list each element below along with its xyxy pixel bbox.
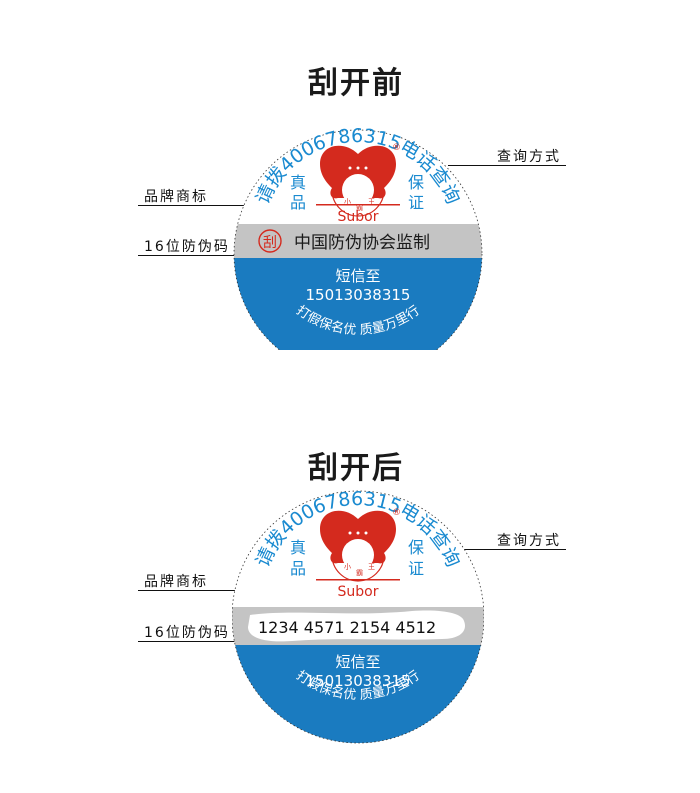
- left-vertical-1: 真: [290, 173, 306, 192]
- brand-underline-after: [316, 579, 400, 581]
- sms-label-after: 短信至: [335, 653, 380, 671]
- brand-name: Subor: [338, 209, 379, 225]
- gray-band-text: 中国防伪协会监制: [294, 233, 430, 253]
- svg-text:霸: 霸: [356, 204, 363, 212]
- seal-before: 请拨4006786315电话查询 真 品 保 证 小 霸 王 ® Subor 刮…: [232, 128, 484, 350]
- registered-mark: ®: [392, 143, 401, 153]
- stamp-icon: [258, 229, 282, 253]
- right-vertical-2-after: 证: [408, 559, 424, 578]
- left-vertical-1-after: 真: [290, 538, 306, 557]
- svg-text:小: 小: [344, 197, 351, 206]
- left-vertical-2-after: 品: [290, 559, 306, 578]
- before-title: 刮开前: [308, 66, 404, 101]
- label-code-after: 16位防伪码: [144, 625, 230, 641]
- right-vertical-1-after: 保: [408, 538, 424, 557]
- leader-line-query: [448, 165, 566, 166]
- leader-line-query-after: [448, 549, 566, 550]
- svg-text:王: 王: [368, 563, 375, 571]
- right-vertical-2: 证: [408, 193, 424, 212]
- sms-number: 15013038315: [306, 286, 411, 304]
- svg-text:小: 小: [344, 562, 351, 571]
- leader-line-code: [138, 255, 256, 256]
- stamp-char: 刮: [263, 235, 277, 251]
- label-query-method-after: 查询方式: [497, 533, 561, 549]
- label-brand-logo: 品牌商标: [144, 189, 208, 205]
- registered-mark-after: ®: [392, 508, 401, 518]
- leader-line-brand-after: [138, 590, 316, 591]
- left-vertical-2: 品: [290, 193, 306, 212]
- sms-number-after: 15013038315: [306, 672, 411, 690]
- brand-name-after: Subor: [338, 584, 379, 600]
- scratched-area: [248, 610, 466, 642]
- seal-before-graphic: 请拨4006786315电话查询 真 品 保 证 小 霸 王 ® Subor 刮…: [233, 128, 483, 350]
- subor-logo-icon-after: 小 霸 王: [320, 510, 396, 582]
- label-code: 16位防伪码: [144, 239, 230, 255]
- subor-logo-icon: 小 霸 王: [320, 145, 396, 217]
- seal-after: 请拨4006786315电话查询 真 品 保 证 小 霸 王 ® Subor 1…: [232, 489, 484, 744]
- brand-underline: [316, 204, 400, 206]
- label-query-method: 查询方式: [497, 149, 561, 165]
- label-brand-logo-after: 品牌商标: [144, 574, 208, 590]
- svg-text:霸: 霸: [356, 569, 363, 577]
- leader-line-code-after: [138, 641, 256, 642]
- leader-line-brand: [138, 205, 316, 206]
- sms-label: 短信至: [335, 267, 380, 285]
- after-title: 刮开后: [308, 451, 404, 486]
- code-value: 1234 4571 2154 4512: [258, 618, 436, 637]
- seal-after-graphic: 请拨4006786315电话查询 真 品 保 证 小 霸 王 ® Subor 1…: [232, 489, 484, 744]
- right-vertical-1: 保: [408, 173, 424, 192]
- svg-text:王: 王: [368, 198, 375, 206]
